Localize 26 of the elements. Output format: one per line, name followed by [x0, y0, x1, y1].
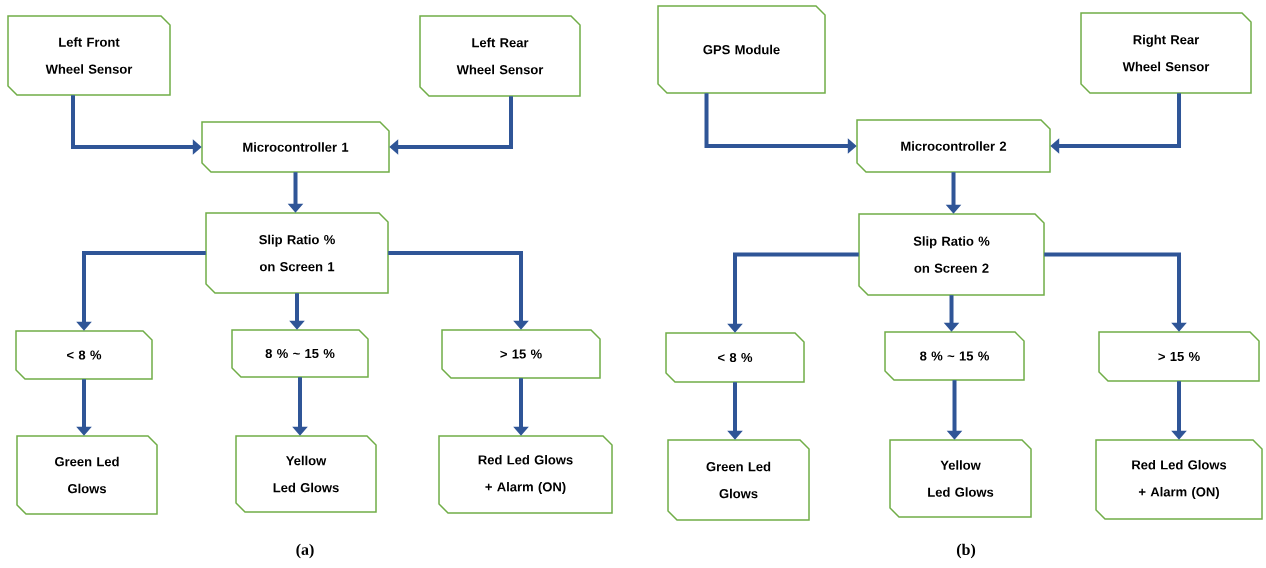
- process-box: Red Led Glows + Alarm (ON): [438, 435, 613, 514]
- process-box: > 15 %: [441, 329, 601, 379]
- arrow: [1044, 252, 1187, 332]
- process-box: Right Rear Wheel Sensor: [1080, 12, 1252, 94]
- process-box: < 8 %: [665, 332, 805, 383]
- process-box: Left Front Wheel Sensor: [7, 15, 171, 96]
- process-box: Slip Ratio % on Screen 1: [205, 212, 389, 294]
- process-box: 8 % ~ 15 %: [884, 331, 1025, 381]
- process-box: 8 % ~ 15 %: [231, 329, 369, 378]
- arrow: [389, 96, 513, 155]
- process-box: Microcontroller 2: [856, 119, 1051, 173]
- panel-label: (a): [296, 543, 314, 559]
- process-box: > 15 %: [1098, 331, 1260, 382]
- process-box: Green Led Glows: [667, 439, 810, 521]
- process-box: Slip Ratio % on Screen 2: [858, 213, 1045, 296]
- process-box: Left Rear Wheel Sensor: [419, 15, 581, 97]
- process-box: GPS Module: [657, 5, 826, 94]
- process-box: Microcontroller 1: [201, 121, 390, 173]
- process-box: Yellow Led Glows: [235, 435, 377, 513]
- process-box: Yellow Led Glows: [889, 439, 1032, 518]
- panel-label: (b): [956, 543, 976, 559]
- process-box: < 8 %: [15, 330, 153, 380]
- process-box: Green Led Glows: [16, 435, 158, 515]
- arrow: [1050, 93, 1181, 154]
- process-box: Red Led Glows + Alarm (ON): [1095, 439, 1263, 520]
- arrow: [388, 251, 529, 330]
